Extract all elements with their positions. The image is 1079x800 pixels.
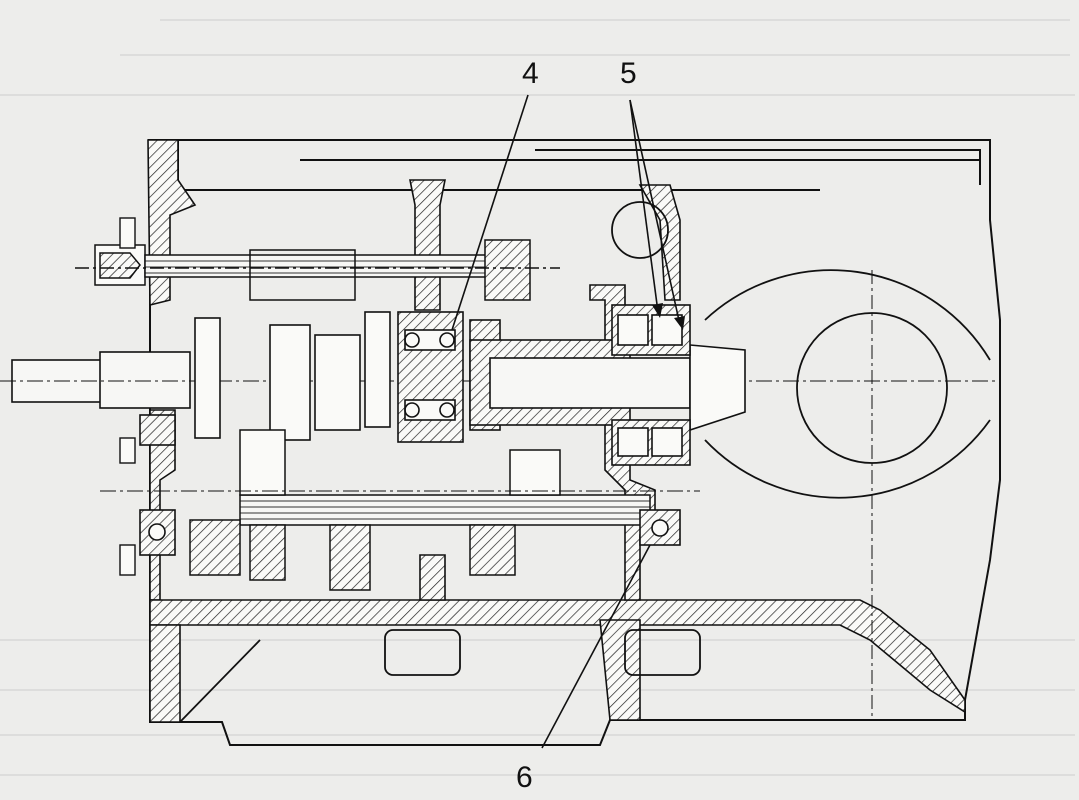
callout-5-label: 5 bbox=[620, 57, 637, 90]
callout-4-label: 4 bbox=[522, 57, 539, 90]
leader-5a bbox=[629, 99, 659, 313]
countershaft bbox=[100, 429, 700, 591]
callout-6-label: 6 bbox=[516, 761, 533, 794]
input-shaft bbox=[0, 351, 1000, 409]
cover-bolts bbox=[119, 217, 136, 576]
bearing-6 bbox=[139, 414, 681, 556]
shift-rod bbox=[75, 239, 560, 301]
housing-pockets bbox=[179, 629, 701, 723]
leader-lines bbox=[451, 94, 681, 749]
leader-arrowheads bbox=[652, 303, 685, 330]
leader-4 bbox=[451, 94, 529, 331]
bearing-4 bbox=[397, 311, 464, 443]
output-shaft bbox=[469, 339, 746, 432]
leader-6 bbox=[541, 544, 651, 749]
crown-wheel bbox=[611, 201, 991, 720]
tapered-bearings-5 bbox=[611, 304, 691, 466]
leader-5b bbox=[629, 99, 681, 326]
